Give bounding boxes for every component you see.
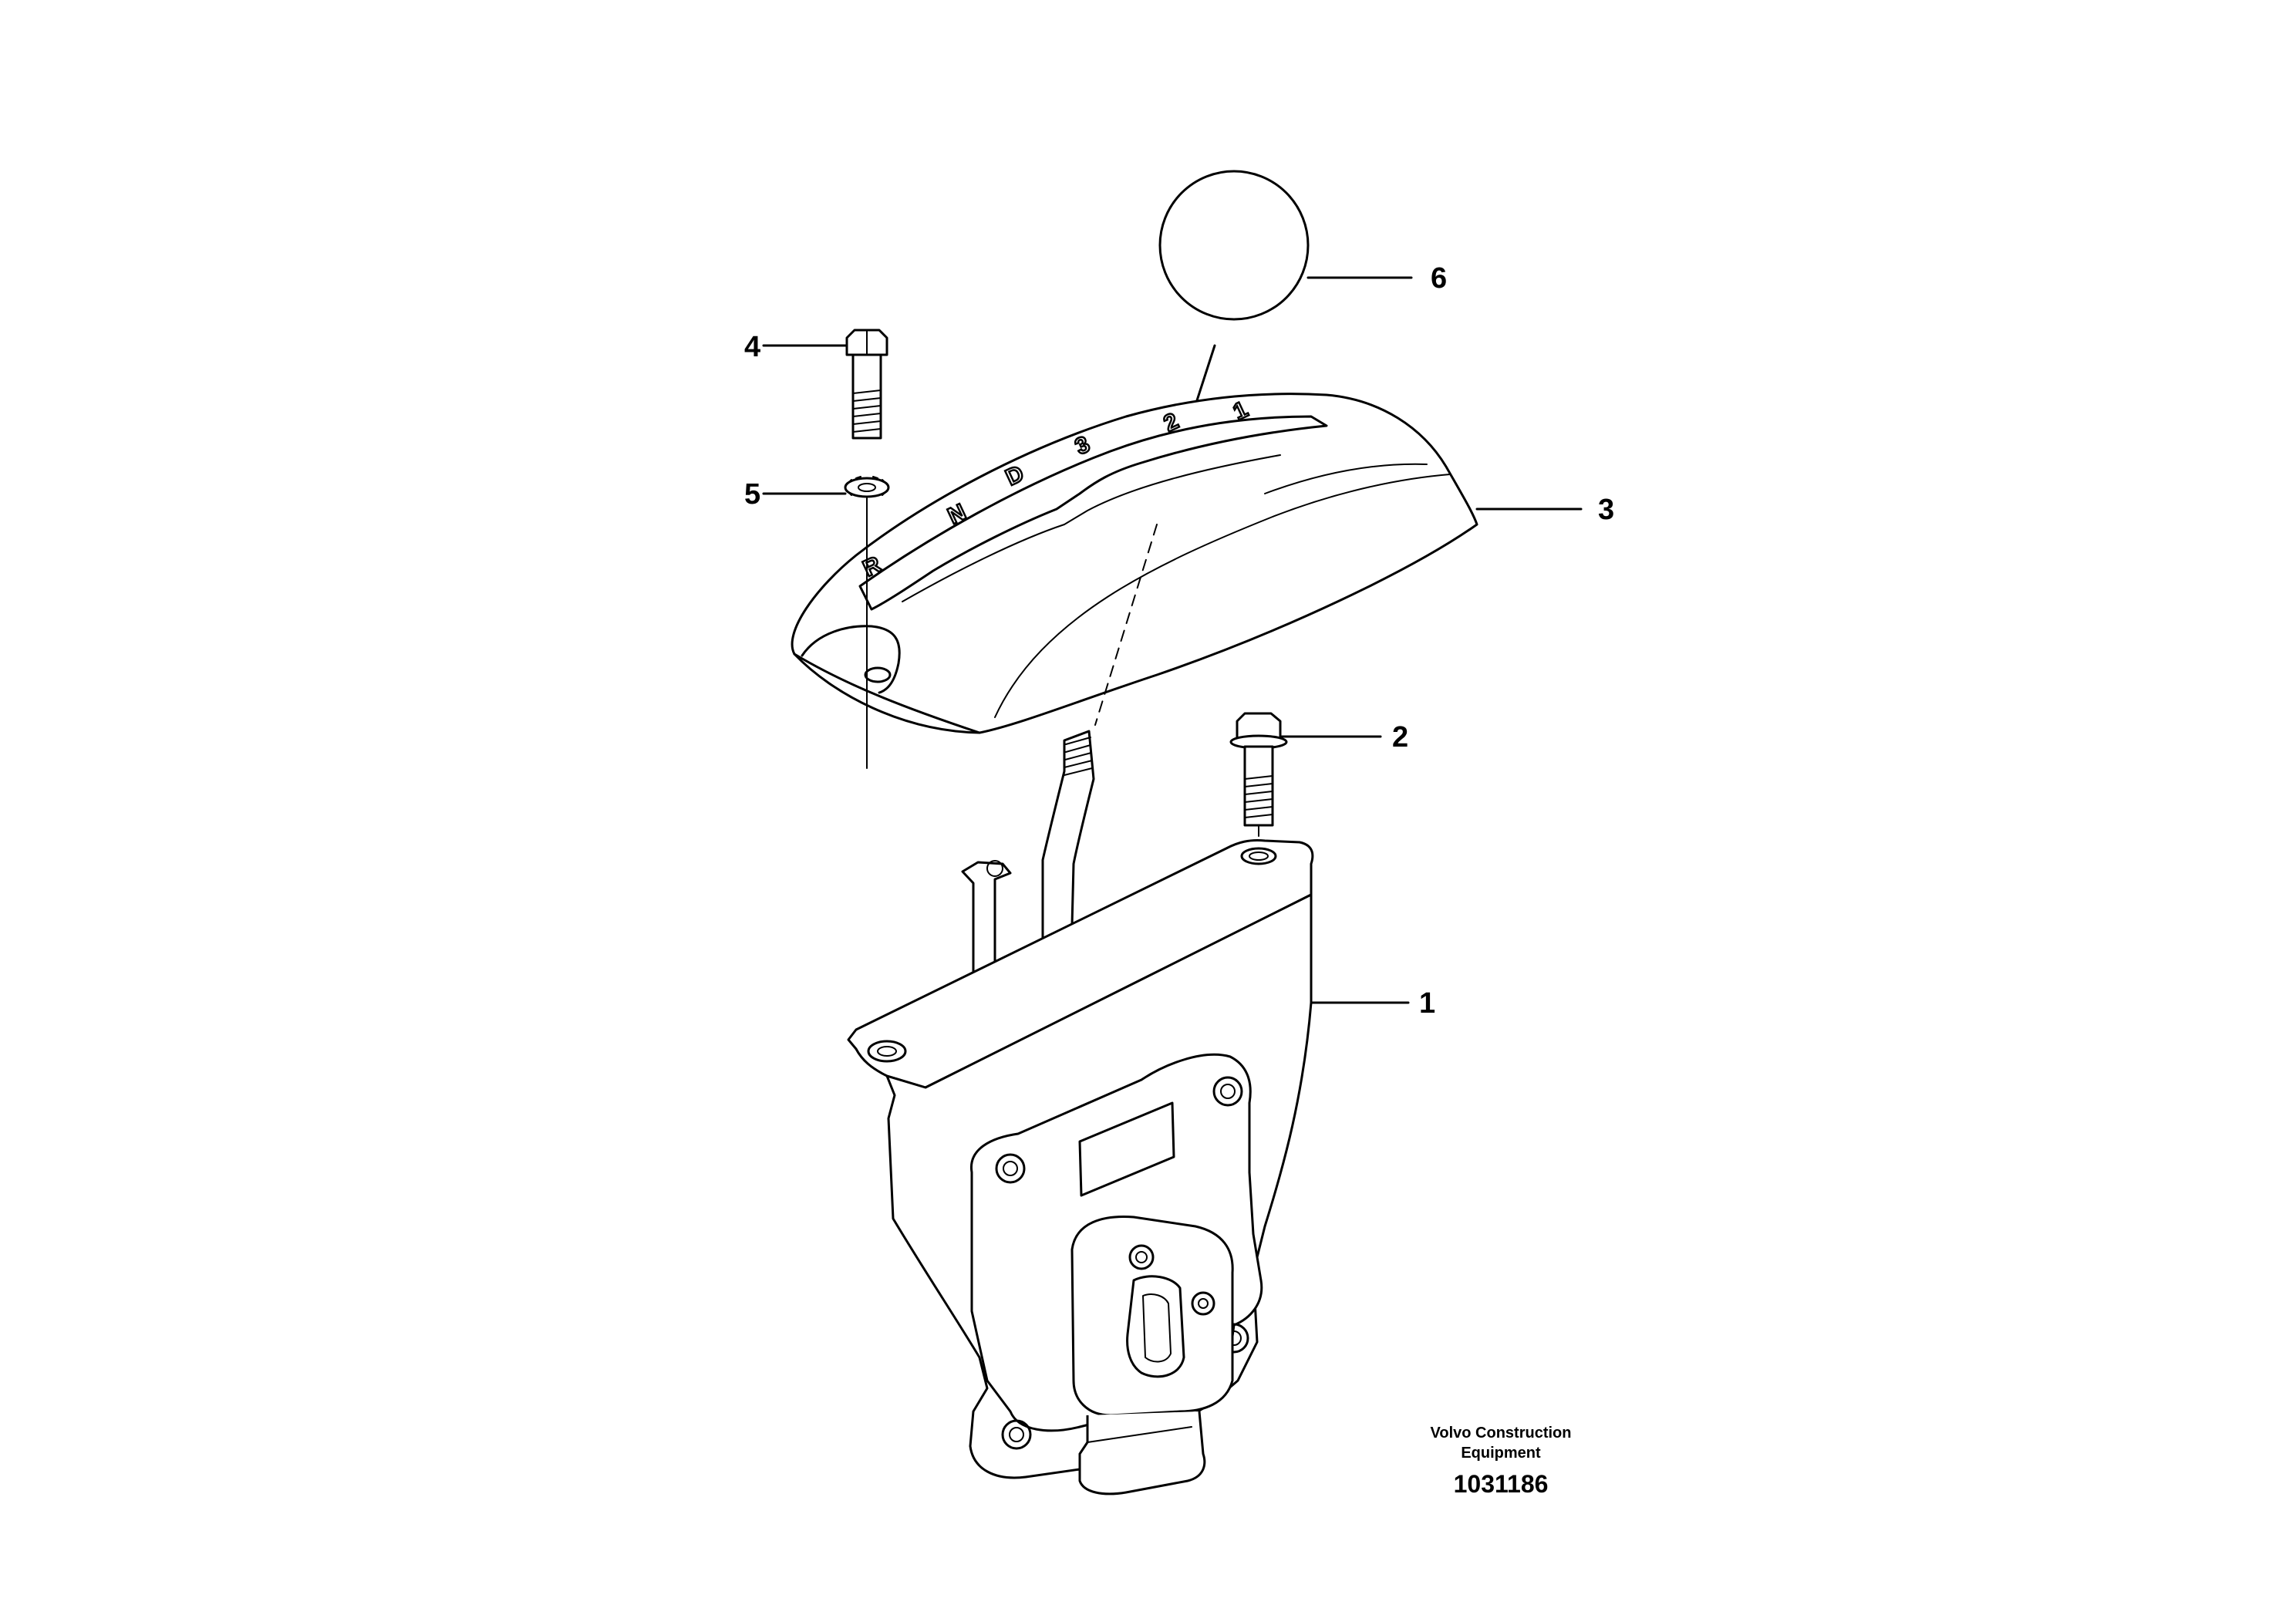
callout-6: 6 — [1431, 262, 1447, 295]
caption-company-line1: Volvo Construction — [1431, 1425, 1572, 1442]
cover-bolt-part — [762, 329, 888, 440]
callout-5: 5 — [744, 478, 760, 511]
callout-2: 2 — [1392, 721, 1408, 754]
shifter-cover-part: R N D 3 2 1 — [791, 393, 1583, 734]
callout-1: 1 — [1419, 987, 1435, 1020]
callout-3: 3 — [1598, 494, 1614, 526]
shifter-bracket-part — [847, 839, 1410, 1496]
caption-company-line2: Equipment — [1461, 1445, 1541, 1462]
drawing-number: 1031186 — [1454, 1470, 1549, 1498]
callout-4: 4 — [744, 331, 760, 363]
washer-part — [762, 476, 890, 769]
lever-axis-dashed — [1094, 524, 1158, 726]
